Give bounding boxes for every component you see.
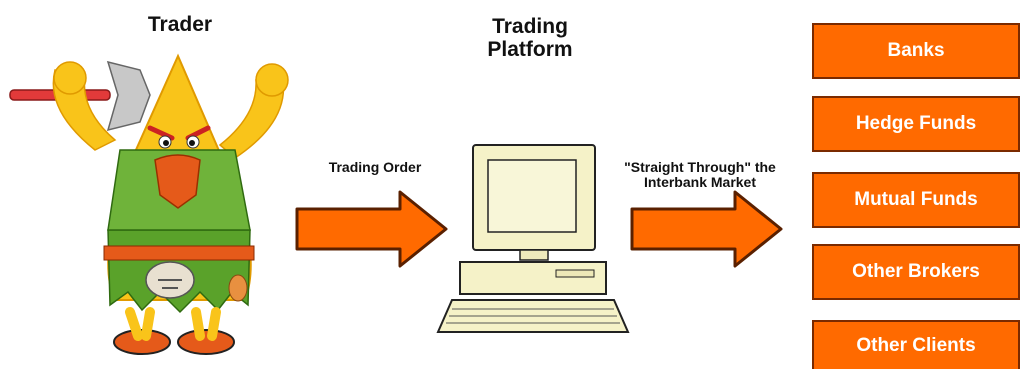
straight-through-label-line-1: "Straight Through" the xyxy=(624,159,776,175)
target-other-brokers: Other Brokers xyxy=(812,244,1020,300)
platform-title: Trading Platform xyxy=(440,15,620,61)
straight-through-label: "Straight Through" the Interbank Market xyxy=(600,159,800,191)
trading-order-label: Trading Order xyxy=(328,159,422,175)
target-hedge-funds: Hedge Funds xyxy=(812,96,1020,152)
order-arrow xyxy=(295,190,448,268)
stp-arrow xyxy=(630,190,783,268)
target-other-clients: Other Clients xyxy=(812,320,1020,369)
straight-through-label-line-2: Interbank Market xyxy=(643,174,757,191)
platform-title-line-1: Trading xyxy=(492,15,568,38)
computer-icon xyxy=(436,144,630,333)
target-banks: Banks xyxy=(812,23,1020,79)
trader-title: Trader xyxy=(147,13,213,36)
target-mutual-funds: Mutual Funds xyxy=(812,172,1020,228)
platform-title-line-2: Platform xyxy=(487,38,573,62)
trader-character-icon xyxy=(9,53,289,355)
